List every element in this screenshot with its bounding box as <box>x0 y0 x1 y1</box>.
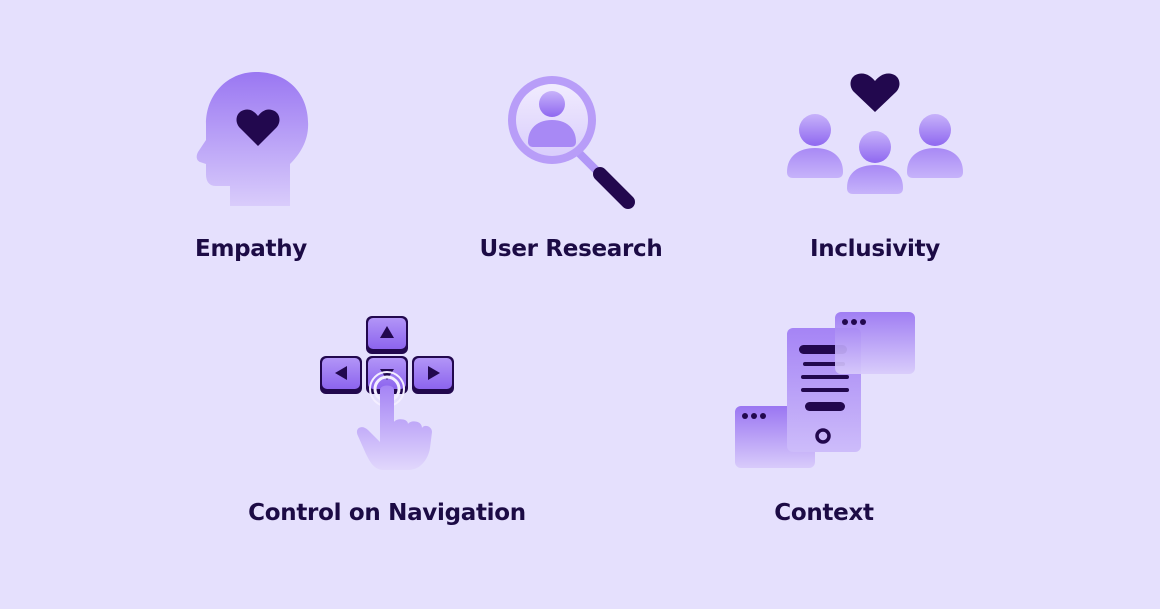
arrow-keys-pointer-icon <box>320 316 454 470</box>
magnifier-user-icon <box>508 76 635 209</box>
card-label: User Research <box>479 236 663 262</box>
documents-windows-icon <box>735 312 915 468</box>
card-label: Empathy <box>195 236 307 262</box>
card-label: Context <box>774 500 874 526</box>
head-heart-icon <box>196 72 309 206</box>
card-label: Control on Navigation <box>248 500 526 526</box>
card-label: Inclusivity <box>810 236 940 262</box>
people-heart-icon <box>787 73 963 194</box>
